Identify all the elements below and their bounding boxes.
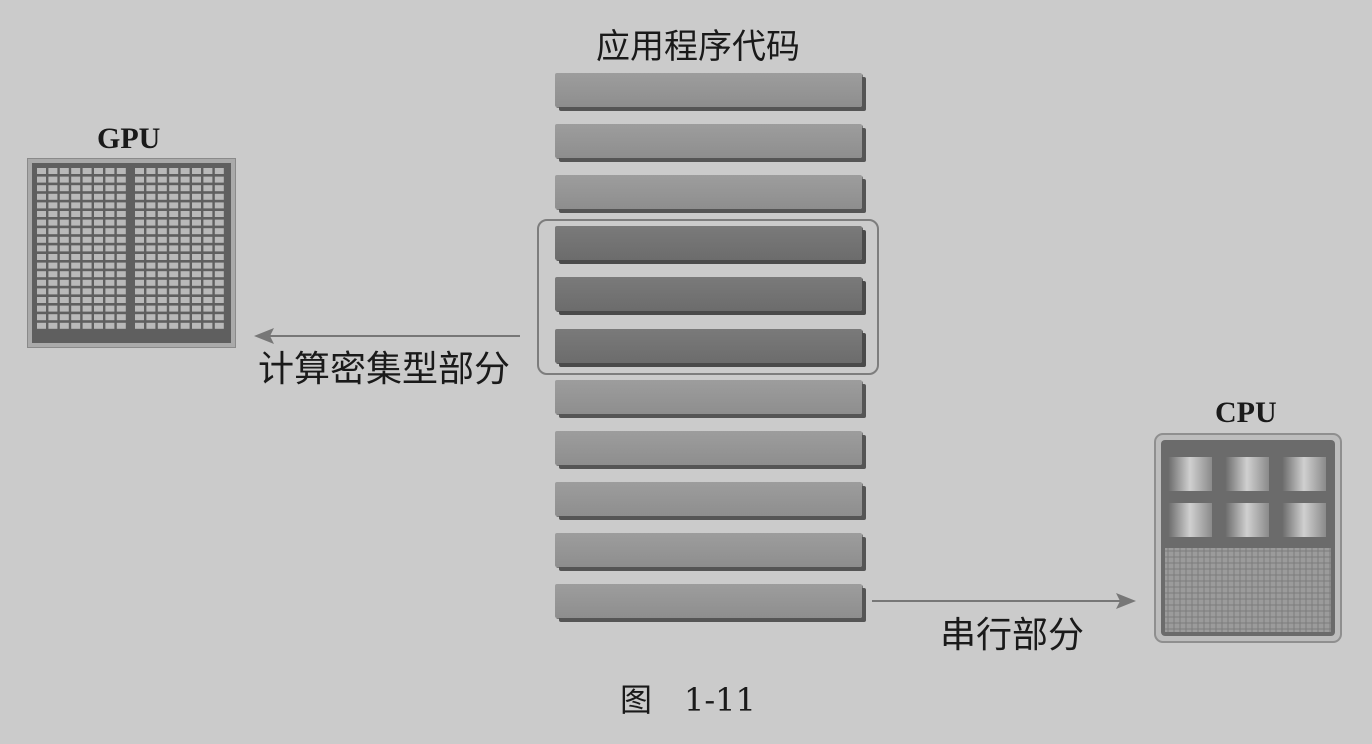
serial-code-block	[555, 124, 862, 159]
serial-code-block	[555, 584, 862, 618]
serial-code-block	[555, 532, 862, 567]
gpu-title: GPU	[97, 122, 161, 155]
cpu-title: CPU	[1215, 396, 1277, 429]
arrow-left-icon	[254, 328, 520, 344]
application-code-title: 应用程序代码	[596, 27, 800, 67]
compute-code-block	[555, 226, 862, 261]
serial-code-block	[555, 73, 862, 107]
compute-intensive-label: 计算密集型部分	[258, 349, 511, 390]
compute-code-block	[555, 277, 862, 312]
compute-section-highlight	[537, 219, 879, 375]
serial-code-block	[555, 175, 862, 210]
cpu-chip-icon	[1154, 433, 1342, 643]
gpu-chip-icon	[27, 158, 236, 348]
arrow-right-icon	[872, 593, 1136, 609]
serial-code-block	[555, 379, 862, 414]
figure-caption: 图 1-11	[620, 681, 756, 719]
serial-code-block	[555, 430, 862, 465]
serial-part-label: 串行部分	[940, 615, 1085, 656]
serial-code-block	[555, 481, 862, 516]
compute-code-block	[555, 328, 862, 363]
